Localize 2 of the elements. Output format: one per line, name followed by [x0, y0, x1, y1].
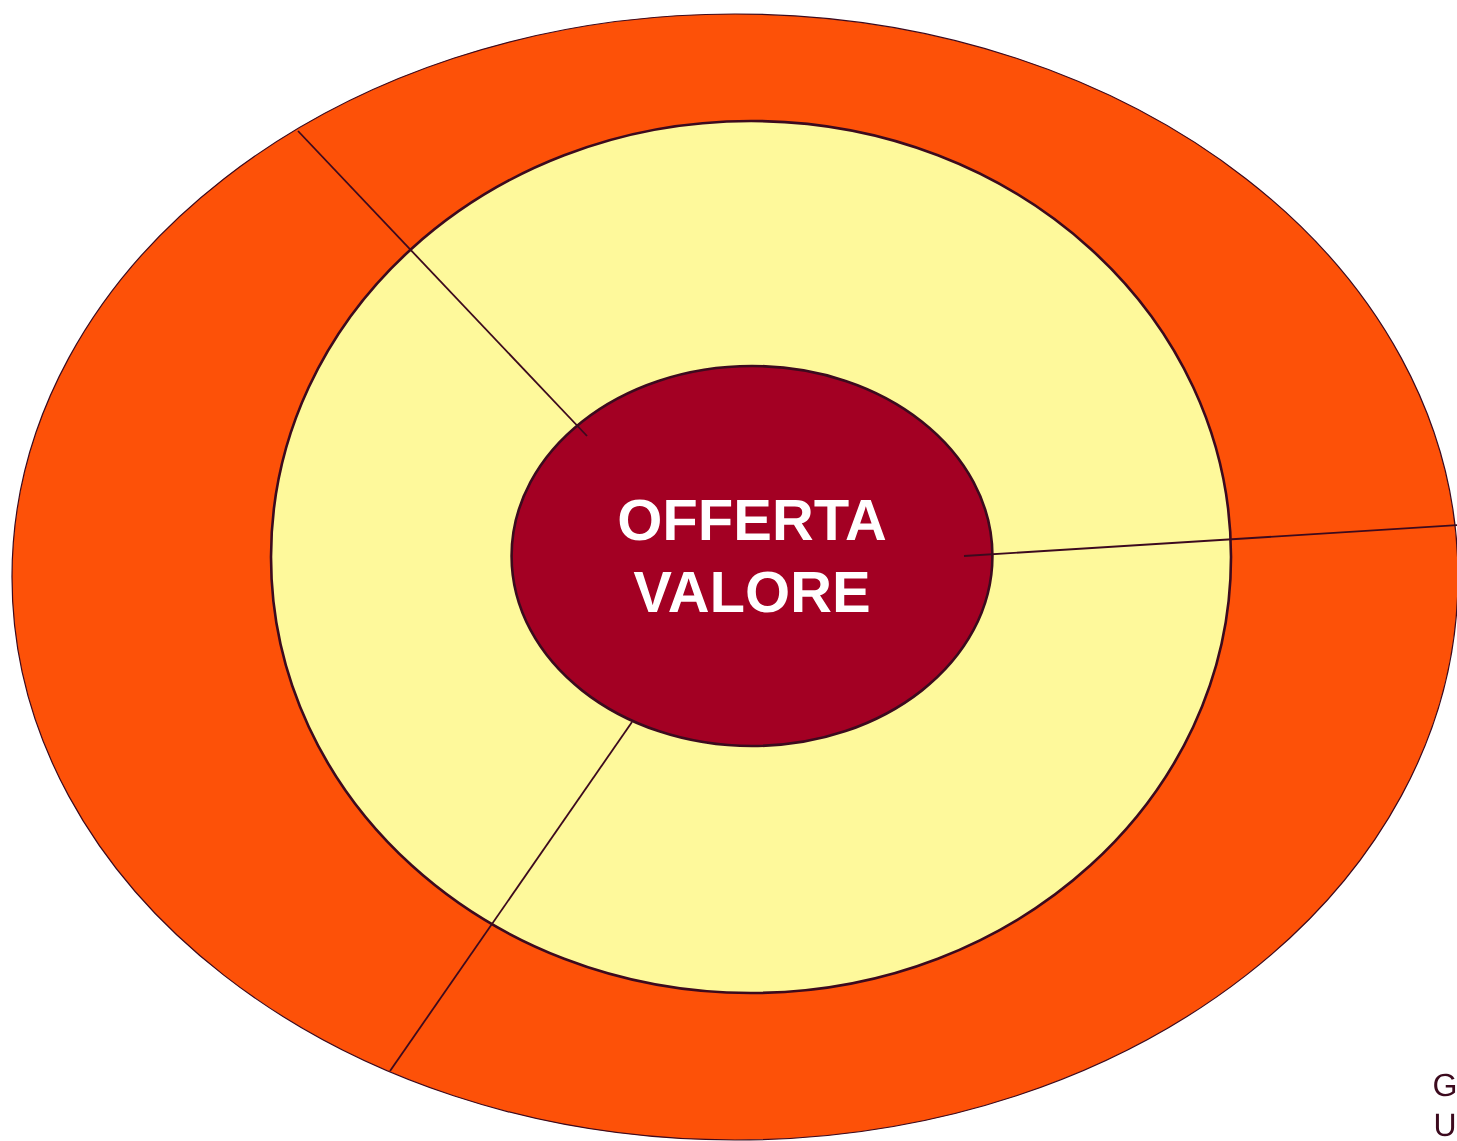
- label: G: [1434, 1073, 1456, 1097]
- label: U: [1435, 1113, 1455, 1137]
